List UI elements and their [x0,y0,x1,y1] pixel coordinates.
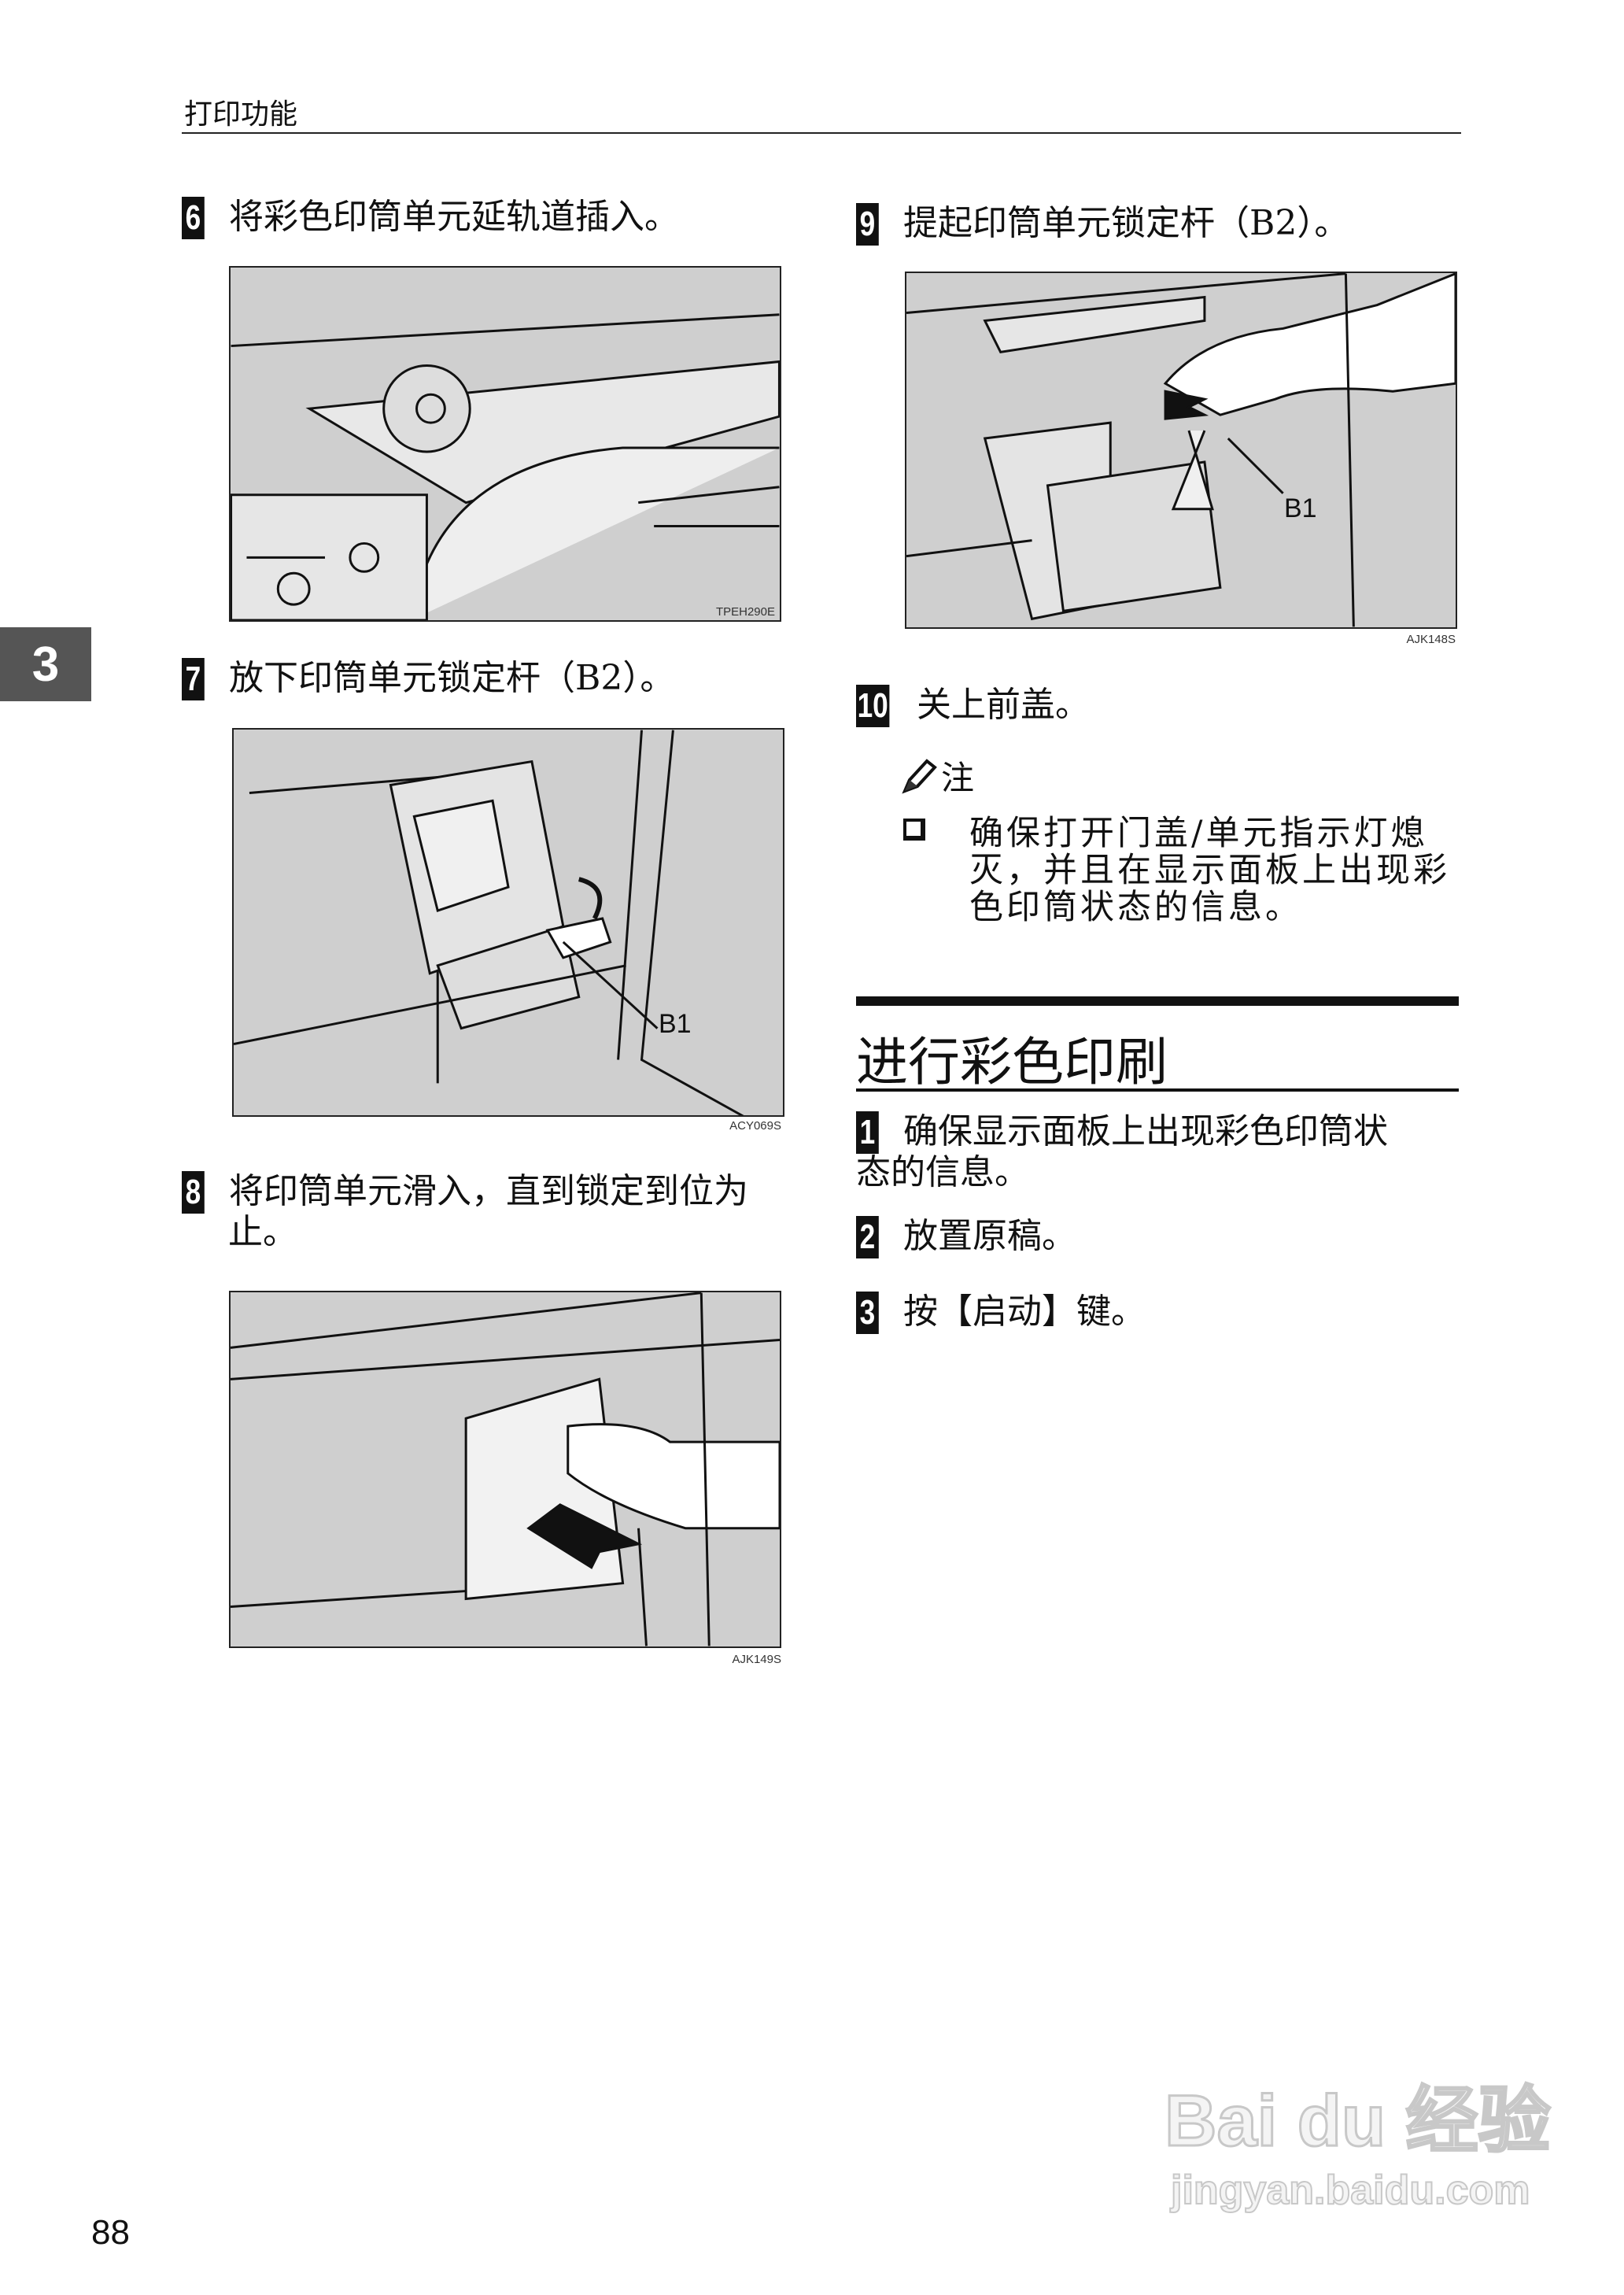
illustration-lower-lever: B1 [232,728,784,1117]
step-text: 将彩色印筒单元延轨道插入。 [229,197,679,237]
step-number: 9 [856,203,879,246]
callout-b1: B1 [1284,493,1317,523]
section-rule-thin [856,1088,1459,1092]
step-text: 放下印筒单元锁定杆（B2）。 [229,658,675,698]
figure-code: AJK148S [1406,633,1456,646]
step-number: 3 [856,1292,879,1334]
step-text: 提起印筒单元锁定杆（B2）。 [903,203,1349,243]
note-line: 灭，并且在显示面板上出现彩 [969,851,1450,890]
watermark-url: jingyan.baidu.com [1170,2167,1530,2214]
step-number: 7 [182,658,205,700]
pencil-icon [902,758,937,794]
section-step-1: 1 确保显示面板上出现彩色印筒状 [856,1111,1388,1154]
note-text: 确保打开门盖/单元指示灯熄 灭，并且在显示面板上出现彩 色印筒状态的信息。 [969,815,1457,926]
step-9: 9 提起印筒单元锁定杆（B2）。 [856,203,1349,246]
callout-b1: B1 [659,1009,692,1039]
step-7: 7 放下印筒单元锁定杆（B2）。 [182,658,674,700]
watermark-logo: Bai du 经验 [1164,2080,1552,2163]
step-number: 2 [856,1216,879,1258]
checkbox-square-icon [903,819,925,841]
section-step-3: 3 按【启动】键。 [856,1292,1146,1334]
baidu-watermark: Bai du 经验 jingyan.baidu.com [1164,2062,1552,2215]
figure-code: AJK149S [732,1653,781,1666]
illustration-slide-in-drum [229,1291,781,1648]
step-8: 8 将印筒单元滑入，直到锁定到位为 [182,1171,748,1214]
illustration-raise-lever: B1 [905,272,1457,629]
step-text: 确保显示面板上出现彩色印筒状 [903,1111,1388,1151]
section-step-2: 2 放置原稿。 [856,1216,1076,1258]
chapter-tab: 3 [0,627,91,701]
step-number: 8 [182,1171,205,1214]
illustration-insert-drum: TPEH290E [229,266,781,622]
step-text: 放置原稿。 [903,1216,1076,1256]
step-text: 将印筒单元滑入，直到锁定到位为 [229,1171,748,1211]
step-text: 按【启动】键。 [903,1292,1146,1332]
section-title: 进行彩色印刷 [856,1032,1168,1092]
note-title: 注 [941,759,975,797]
running-header: 打印功能 [184,98,298,131]
figure-code: TPEH290E [715,605,775,619]
page-number: 88 [91,2213,130,2252]
note-heading: 注 [902,752,974,800]
figure-code: ACY069S [729,1119,781,1133]
note-line: 色印筒状态的信息。 [969,888,1302,927]
step-number: 10 [856,685,890,727]
section-step-1-cont: 态的信息。 [856,1152,1029,1192]
note-line: 确保打开门盖/单元指示灯熄 [969,814,1428,853]
step-10: 10 关上前盖。 [856,685,1090,727]
header-rule [182,132,1461,134]
step-number: 1 [856,1111,879,1154]
section-rule [856,996,1459,1006]
step-8-cont: 止。 [228,1212,297,1252]
step-text: 关上前盖。 [916,685,1090,725]
step-6: 6 将彩色印筒单元延轨道插入。 [182,197,679,239]
step-number: 6 [182,197,205,239]
